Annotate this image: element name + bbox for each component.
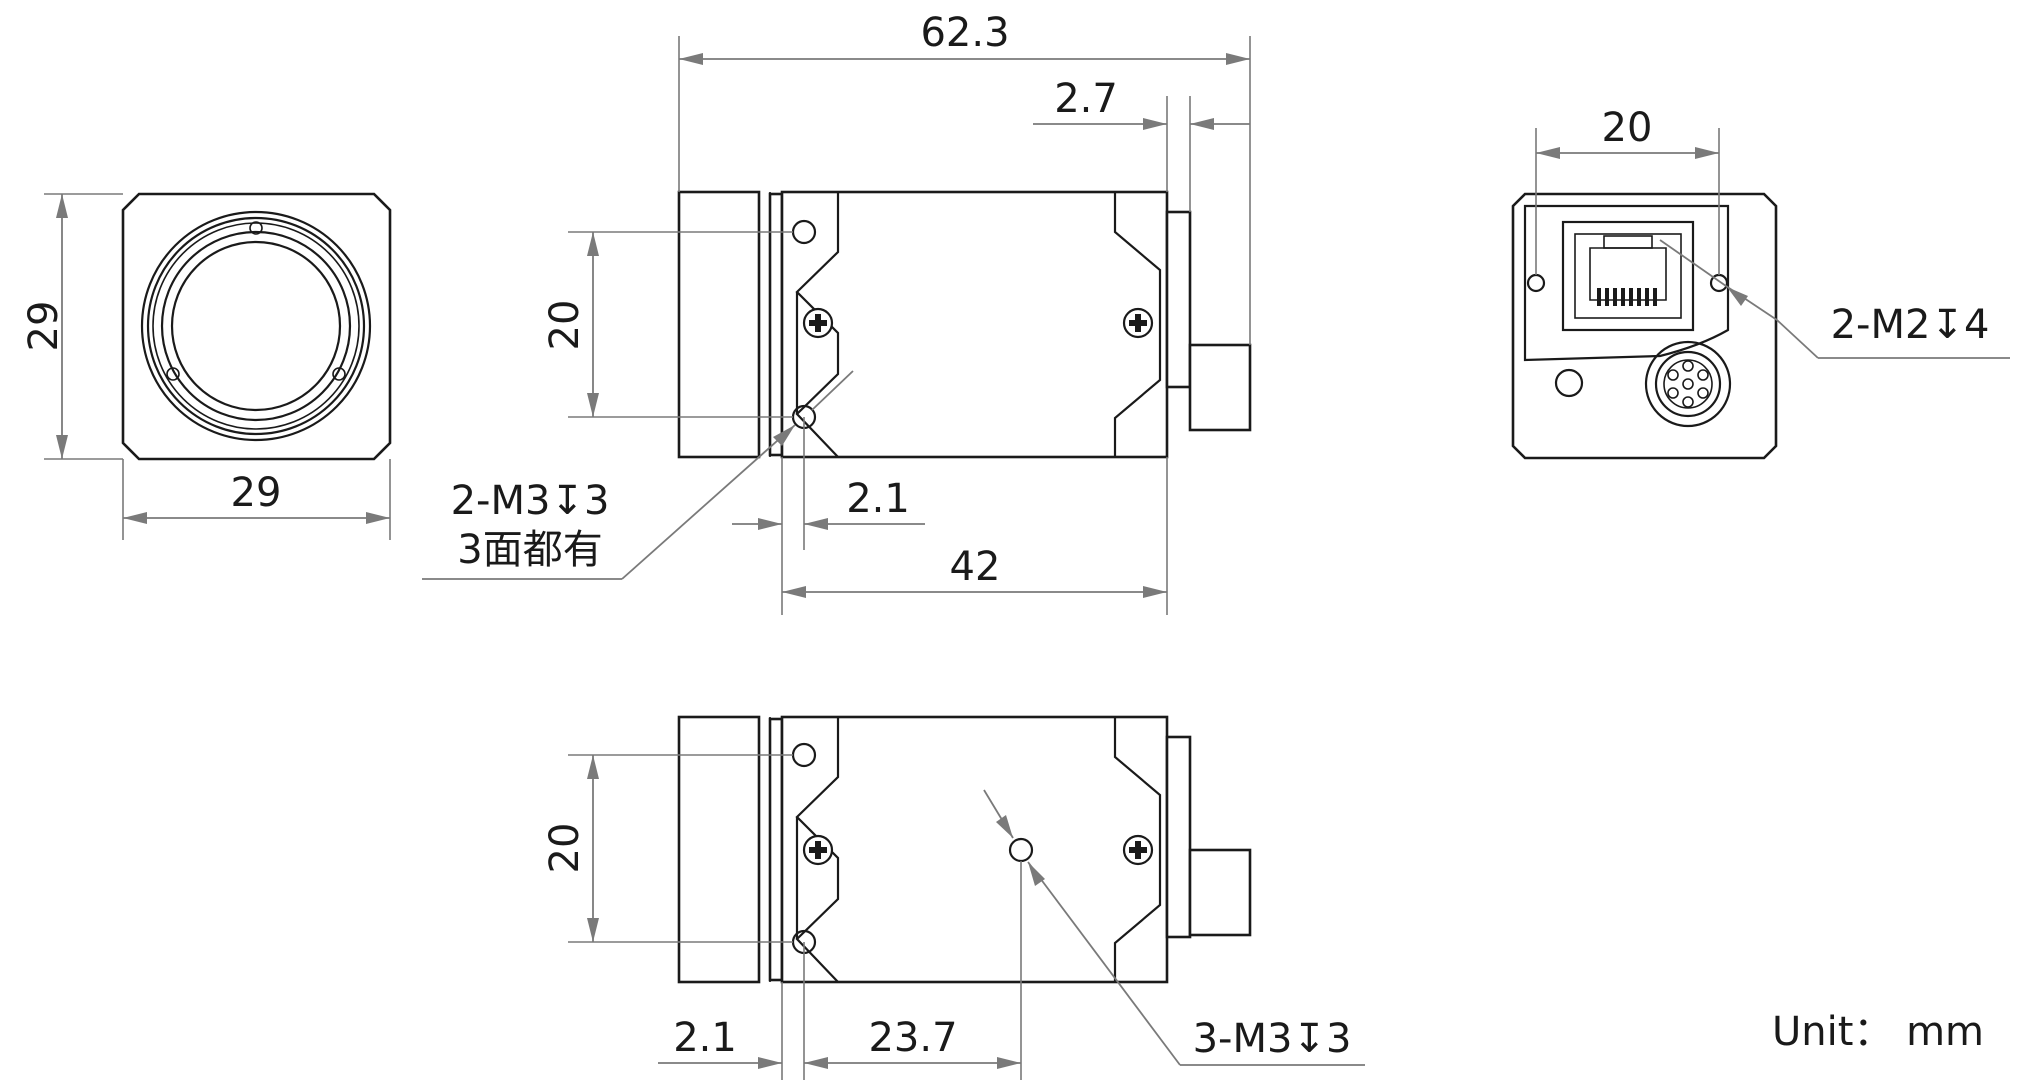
side-hole-callout-line2: 3面都有 xyxy=(457,527,602,573)
front-height-dim: 29 xyxy=(21,301,67,352)
bottom-hole-callout: 3-M3↧3 xyxy=(1193,1016,1352,1062)
bottom-view: 20 2.1 23.7 3-M3↧3 xyxy=(542,715,1365,1080)
rj45-pins xyxy=(1597,288,1657,306)
connector-offset-dim: 2.7 xyxy=(1054,76,1118,122)
front-width-dim: 29 xyxy=(231,470,282,516)
unit-label: Unit： mm xyxy=(1772,1009,1984,1055)
bottom-hole-spacing-dim: 20 xyxy=(542,823,588,874)
center-hole-offset-dim: 23.7 xyxy=(868,1015,957,1061)
back-view: 20 2-M2↧4 xyxy=(1511,105,2010,460)
back-hole-spacing-dim: 20 xyxy=(1602,105,1653,151)
side-hole-spacing-dim: 20 xyxy=(542,300,588,351)
side-hole-callout-line1: 2-M3↧3 xyxy=(451,478,610,524)
overall-length-dim: 62.3 xyxy=(920,10,1009,56)
back-hole-callout: 2-M2↧4 xyxy=(1831,302,1990,348)
body-length-dim: 42 xyxy=(950,544,1001,590)
side-view: 62.3 2.7 20 2.1 42 2 xyxy=(422,10,1252,615)
bottom-hole-offset-dim: 2.1 xyxy=(673,1015,737,1061)
side-hole-offset-dim: 2.1 xyxy=(846,476,910,522)
front-view: 29 29 xyxy=(21,192,392,540)
